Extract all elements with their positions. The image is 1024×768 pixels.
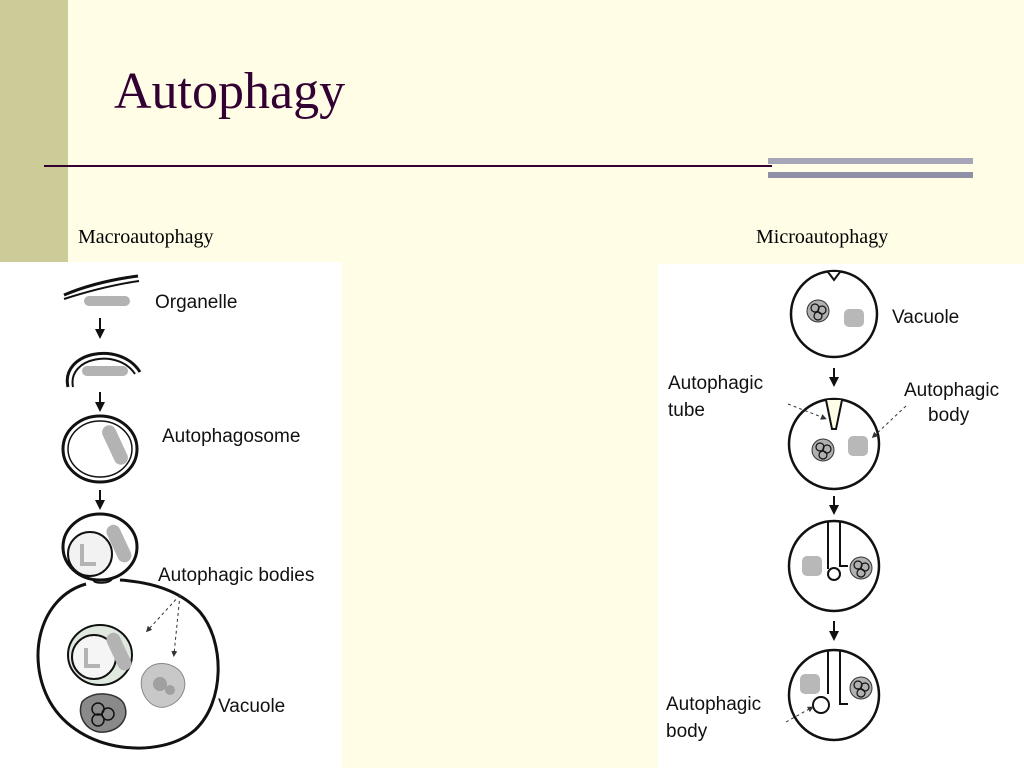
organelle-membrane [63,274,140,306]
label-vacuole-micro: Vacuole [892,307,959,328]
label-organelle: Organelle [155,292,237,313]
title-rule-accent [768,158,973,178]
label-autophagic-bodies: Autophagic bodies [158,565,314,586]
slide-title: Autophagy [114,63,346,120]
residual-body [79,693,127,733]
vacuole-stage-1 [789,269,879,359]
microautophagy-diagram: Vacuole Autophagic tube Autophagic body … [658,264,1024,768]
vacuole-stage-4 [787,648,881,742]
label-autophagic-body-line2: body [928,405,970,426]
label-autophagic-body-bottom-line1: Autophagic [666,694,761,715]
vacuole-fusion [36,512,220,750]
vacuole-stage-3 [787,519,881,613]
autophagic-body-inside [67,624,133,686]
macroautophagy-heading: Macroautophagy [78,226,214,248]
label-autophagic-tube-line1: Autophagic [668,373,763,394]
label-autophagic-tube-line2: tube [668,400,705,421]
label-autophagic-body-bottom-line2: body [666,721,708,742]
microautophagy-heading: Microautophagy [756,226,889,248]
autophagosome [61,414,139,484]
label-autophagic-body-line1: Autophagic [904,380,999,401]
degraded-body [140,663,186,708]
label-autophagosome: Autophagosome [162,426,300,447]
title-underline [44,165,772,167]
label-vacuole-macro: Vacuole [218,696,285,717]
phagophore [65,351,142,388]
vacuole-stage-2 [787,397,881,491]
macroautophagy-diagram: Organelle Autophagosome Autophagic bodie… [0,262,342,768]
